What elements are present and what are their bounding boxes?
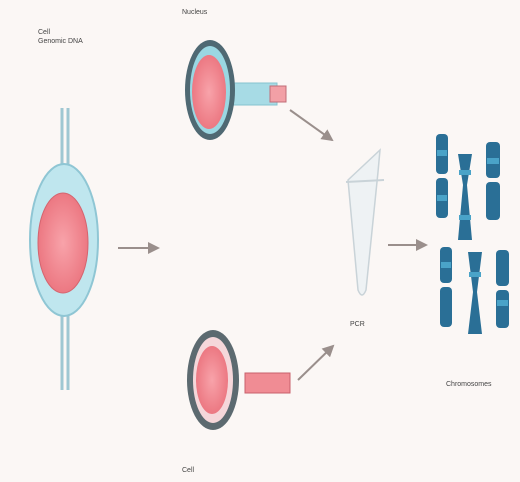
- bottom-cell-label: Cell: [182, 466, 194, 475]
- chromosome-2: [458, 154, 472, 240]
- bottom-cell-sample: [245, 373, 290, 393]
- chromosome-3: [486, 142, 500, 220]
- cell-line-label: Cell Genomic DNA: [38, 28, 83, 46]
- chromosome-6: [496, 250, 509, 328]
- tube-label: PCR: [350, 320, 365, 329]
- cell-line-label-line-1: Cell: [38, 28, 83, 37]
- bottom-cell-nucleus: [196, 346, 228, 414]
- chromosomes-group: [436, 134, 509, 334]
- top-cell-sample: [270, 86, 286, 102]
- top-cell-nucleus: [192, 55, 226, 129]
- left-cell-nucleus: [38, 193, 88, 293]
- chromosome-4: [440, 247, 452, 327]
- left-cell-group: [30, 108, 98, 390]
- tube-group: [346, 150, 384, 295]
- tube-body: [348, 150, 380, 295]
- chromosome-5: [468, 252, 482, 334]
- arrow-top-to-tube: [290, 110, 332, 140]
- arrow-bottom-to-tube: [298, 346, 333, 380]
- chromosomes-label: Chromosomes: [446, 380, 492, 389]
- cell-line-label-line-2: Genomic DNA: [38, 37, 83, 46]
- top-cell-label: Nucleus: [182, 8, 207, 17]
- bottom-cell-group: [187, 330, 290, 430]
- top-cell-group: [185, 40, 286, 140]
- chromosome-1: [436, 134, 448, 218]
